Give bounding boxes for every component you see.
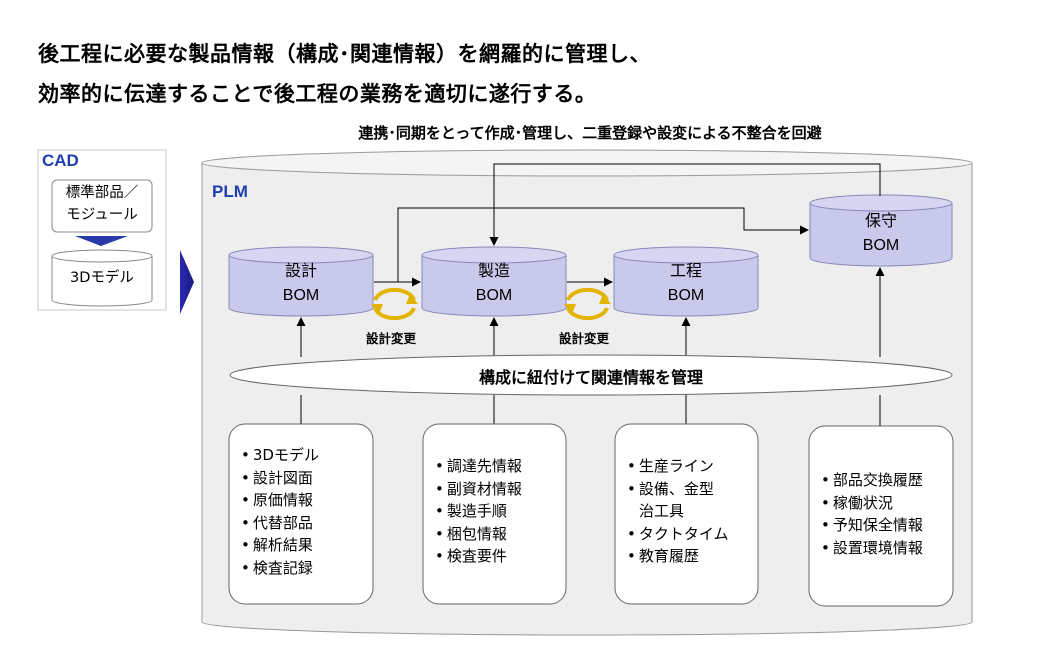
manufacturing-info-item: 副資材情報 [435, 478, 563, 501]
manufacturing-bom-cylinder [421, 246, 567, 317]
cad-down-arrow [75, 236, 128, 246]
design-info-item: 検査記録 [241, 557, 369, 580]
design-change-cycle-icon-1 [371, 287, 418, 321]
plm-label: PLM [212, 182, 248, 201]
process-info-item: 設備、金型 治工具 [627, 478, 755, 523]
headline-line-2: 効率的に伝達することで後工程の業務を適切に遂行する。 [38, 82, 597, 106]
cad-to-plm-arrow [180, 250, 194, 314]
process-info-list: 生産ライン設備、金型 治工具タクトタイム教育履歴 [627, 455, 755, 568]
manufacturing-info-list: 調達先情報副資材情報製造手順梱包情報検査要件 [435, 455, 563, 568]
maintenance-info-item: 稼働状況 [821, 492, 949, 515]
maintenance-bom-line2: BOM [862, 237, 900, 254]
process-bom-line1: 工程 [669, 263, 702, 280]
manufacturing-info-item: 梱包情報 [435, 523, 563, 546]
management-ellipse [229, 354, 953, 396]
process-bom-line2: BOM [667, 287, 705, 304]
process-bom-cylinder [613, 246, 759, 317]
maintenance-info-item: 設置環境情報 [821, 537, 949, 560]
manufacturing-info-item: 製造手順 [435, 500, 563, 523]
maintenance-bom-line1: 保守 [864, 213, 897, 230]
process-info-item: タクトタイム [627, 523, 755, 546]
manufacturing-info-item: 検査要件 [435, 545, 563, 568]
design-info-item: 原価情報 [241, 489, 369, 512]
design-info-item: 代替部品 [241, 512, 369, 535]
design-to-maintenance-arrow [397, 207, 809, 282]
design-change-label-1: 設計変更 [366, 331, 417, 346]
process-info-item: 生産ライン [627, 455, 755, 478]
design-info-item: 設計図面 [241, 467, 369, 490]
maintenance-info-item: 予知保全情報 [821, 514, 949, 537]
maintenance-to-manufacturing-arrow [489, 163, 881, 246]
maintenance-info-list: 部品交換履歴稼働状況予知保全情報設置環境情報 [821, 469, 949, 559]
design-change-label-2: 設計変更 [559, 331, 610, 346]
process-info-item: 教育履歴 [627, 545, 755, 568]
manufacturing-bom-label: 製造 BOM [422, 260, 566, 308]
cad-box1-line1: 標準部品／ [65, 185, 139, 201]
design-info-list: 3Dモデル設計図面原価情報代替部品解析結果検査記録 [241, 444, 369, 579]
design-info-item: 3Dモデル [241, 444, 369, 467]
process-bom-label: 工程 BOM [614, 260, 758, 308]
cad-standard-parts-box [51, 179, 153, 233]
manufacturing-bom-line1: 製造 [477, 263, 510, 280]
maintenance-bom-label: 保守 BOM [810, 210, 952, 258]
cad-standard-parts-label: 標準部品／ モジュール [52, 182, 152, 226]
cad-3d-model-label: 3Dモデル [70, 270, 134, 286]
subtitle: 連携･同期をとって作成･管理し、二重登録や設変による不整合を回避 [358, 124, 822, 142]
plm-cylinder [201, 149, 973, 636]
maintenance-info-item: 部品交換履歴 [821, 469, 949, 492]
design-bom-line2: BOM [282, 287, 320, 304]
cad-box1-line2: モジュール [66, 207, 138, 223]
design-bom-line1: 設計 [284, 263, 317, 280]
management-ellipse-label: 構成に紐付けて関連情報を管理 [478, 368, 703, 387]
manufacturing-bom-line2: BOM [475, 287, 513, 304]
design-info-item: 解析結果 [241, 534, 369, 557]
manufacturing-info-item: 調達先情報 [435, 455, 563, 478]
headline-line-1: 後工程に必要な製品情報（構成･関連情報）を網羅的に管理し、 [38, 42, 651, 66]
design-bom-cylinder [228, 246, 374, 317]
maintenance-bom-cylinder [809, 194, 953, 267]
design-bom-label: 設計 BOM [229, 260, 373, 308]
cad-3d-model-cylinder [51, 249, 153, 307]
cad-label: CAD [42, 151, 79, 170]
design-change-cycle-icon-2 [564, 287, 611, 321]
